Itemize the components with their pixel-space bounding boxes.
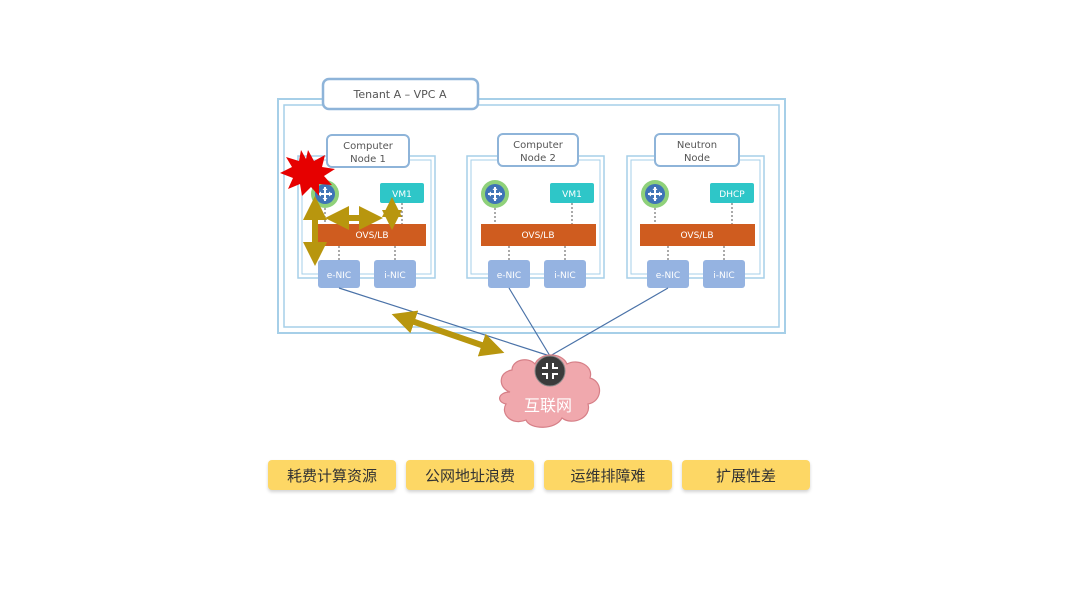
- node-2: Computer Node 2 VM1 OVS/LB e-NIC i-NIC: [466, 133, 605, 288]
- problem-tag-scalability: 扩展性差: [682, 460, 810, 490]
- problem-tag-label: 运维排障难: [570, 466, 646, 485]
- problem-tag-label: 扩展性差: [715, 466, 776, 485]
- vpc-label: Tenant A – VPC A: [353, 88, 447, 101]
- node-1-title-line2: Node 1: [350, 154, 386, 165]
- i-nic-box: [374, 260, 416, 288]
- node-1: Computer Node 1 VM1 OVS/LB e-NIC i-NIC: [297, 134, 436, 288]
- problem-tag-public-ip: 公网地址浪费: [406, 460, 534, 490]
- ovs-bar: [640, 224, 755, 246]
- router-icon: [641, 180, 669, 208]
- vm-label: VM1: [392, 190, 412, 200]
- ovs-bar: [481, 224, 596, 246]
- e-nic-label: e-NIC: [497, 271, 521, 281]
- node-3-title-line2: Node: [684, 153, 710, 164]
- internet-label: 互联网: [524, 396, 572, 415]
- vm-box: [550, 183, 594, 203]
- router-icon: [534, 355, 566, 387]
- i-nic-label: i-NIC: [713, 271, 734, 281]
- alert-burst-icon: [280, 150, 335, 196]
- e-nic-box: [318, 260, 360, 288]
- e-nic-box: [647, 260, 689, 288]
- node-2-title-line1: Computer: [513, 140, 564, 151]
- e-nic-box: [488, 260, 530, 288]
- problem-tag-label: 耗费计算资源: [286, 466, 377, 485]
- problem-tag-compute: 耗费计算资源: [268, 460, 396, 490]
- i-nic-label: i-NIC: [554, 271, 575, 281]
- i-nic-box: [544, 260, 586, 288]
- uplink-lines: [338, 287, 669, 357]
- i-nic-box: [703, 260, 745, 288]
- i-nic-label: i-NIC: [384, 271, 405, 281]
- problem-tag-ops: 运维排障难: [544, 460, 672, 490]
- vpc-label-box: Tenant A – VPC A: [321, 77, 480, 111]
- node-1-title-line1: Computer: [343, 141, 394, 152]
- node-3-title-line1: Neutron: [677, 140, 717, 151]
- node-neutron: Neutron Node DHCP OVS/LB e-NIC i-NIC: [626, 133, 765, 288]
- cloud-icon: [499, 354, 601, 428]
- traffic-arrows: [303, 196, 505, 357]
- vm-label: VM1: [562, 190, 582, 200]
- arrow-to-internet: [391, 310, 505, 357]
- e-nic-label: e-NIC: [656, 271, 680, 281]
- ovs-label: OVS/LB: [680, 231, 713, 241]
- e-nic-label: e-NIC: [327, 271, 351, 281]
- dhcp-box: [710, 183, 754, 203]
- ovs-label: OVS/LB: [521, 231, 554, 241]
- vpc-frame: [277, 98, 786, 334]
- dhcp-label: DHCP: [719, 190, 745, 200]
- node-2-title-line2: Node 2: [520, 153, 556, 164]
- router-icon: [481, 180, 509, 208]
- problem-tag-label: 公网地址浪费: [424, 466, 515, 485]
- ovs-label: OVS/LB: [355, 231, 388, 241]
